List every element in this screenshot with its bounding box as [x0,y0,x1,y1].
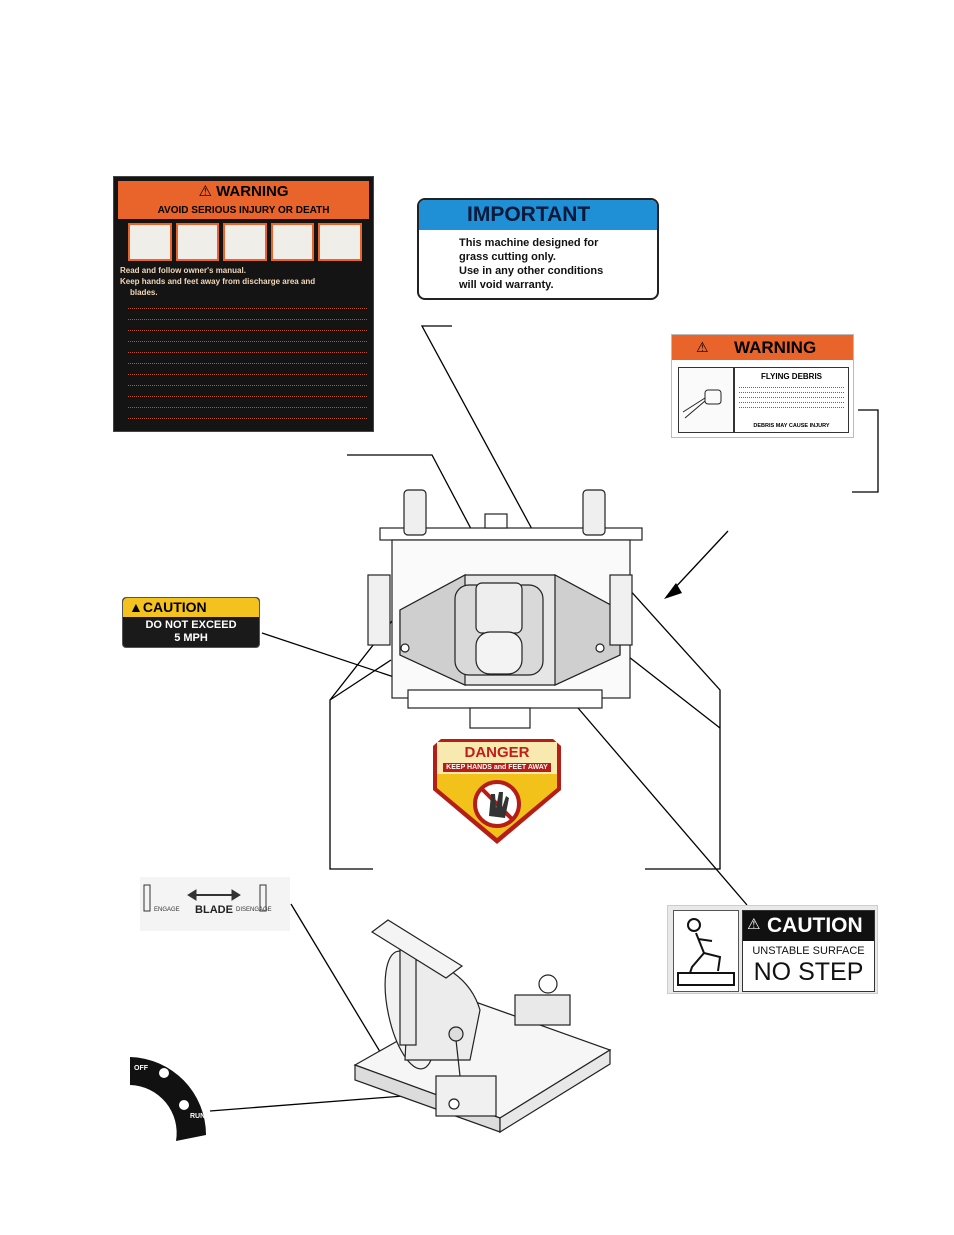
important-line: will void warranty. [459,279,554,291]
warning-bullet-2: Keep hands and feet away from discharge … [120,277,316,286]
caution-line-2: 5 MPH [174,632,208,644]
no-step-header: CAUTION [743,911,874,941]
important-header: IMPORTANT [419,200,657,230]
warning-triangle-icon: ⚠ [747,916,761,933]
debris-header-text: WARNING [734,338,817,357]
important-line: This machine designed for [459,237,599,249]
mower-deck-drawing [367,489,643,729]
debris-text-box: FLYING DEBRIS DEBRIS MAY CAUSE INJURY [734,367,849,433]
speed-caution-decal: ▲CAUTION DO NOT EXCEED 5 MPH [122,597,260,648]
important-text: This machine designed for grass cutting … [459,236,603,292]
blade-word: BLADE [195,904,233,916]
dial-run-label: RUN [190,1113,206,1120]
warning-subheader: AVOID SERIOUS INJURY OR DEATH [118,203,369,219]
thrown-object-icon [270,223,315,261]
warning-pictograms [128,223,362,261]
warning-header: ⚠ WARNING [118,181,369,203]
warning-bullet-1: Read and follow owner's manual. [120,266,246,275]
manual-icon [128,223,172,261]
no-step-panel: CAUTION ⚠ UNSTABLE SURFACE NO STEP [742,910,875,992]
step-person-icon [673,910,739,992]
debris-header: WARNING [672,335,853,360]
double-arrow-icon [143,884,267,912]
blade-engage-decal: ENGAGE BLADE DISENGAGE [140,877,290,931]
debris-footer: DEBRIS MAY CAUSE INJURY [753,423,830,429]
important-decal: IMPORTANT This machine designed for gras… [417,198,659,300]
blade-engage-label: ENGAGE [154,907,180,913]
caution-header: ▲CAUTION [123,598,259,617]
debris-title: FLYING DEBRIS [760,372,823,381]
throttle-dial-decal: OFF RUN [128,1055,208,1145]
warning-bullets: Read and follow owner's manual. Keep han… [120,265,367,422]
blade-disengage-label: DISENGAGE [236,907,272,913]
important-line: Use in any other conditions [459,265,604,277]
dial-off-label: OFF [134,1065,148,1072]
danger-title: DANGER [464,744,530,761]
warning-decal-serious-injury: ⚠ WARNING AVOID SERIOUS INJURY OR DEATH … [113,176,374,432]
warning-triangle-icon: ▲ [129,599,143,615]
bystander-icon [318,223,362,261]
no-step-line-2: NO STEP [753,958,864,986]
caution-header-text: CAUTION [142,599,207,615]
warning-triangle-icon: ⚠ [696,339,709,355]
debris-pictogram-icon [678,367,734,433]
no-step-caution-decal: CAUTION ⚠ UNSTABLE SURFACE NO STEP [667,905,878,994]
no-step-line-1: UNSTABLE SURFACE [752,945,865,957]
danger-decal: DANGER KEEP HANDS and FEET AWAY [431,738,563,846]
foot-cut-icon [223,223,267,261]
flying-debris-decal: WARNING ⚠ FLYING DEBRIS DEBRIS MAY CAUSE… [671,334,854,438]
danger-subtitle: KEEP HANDS and FEET AWAY [443,763,551,772]
blade-lever-drawing [353,919,612,1134]
dial-arc-shape [130,1057,206,1141]
warning-bullet-3: blades. [130,288,158,297]
hand-cut-icon [175,223,220,261]
important-line: grass cutting only. [459,251,556,263]
warning-triangle-icon: ⚠ [198,183,212,200]
caution-line-1: DO NOT EXCEED [145,619,237,631]
warning-header-text: WARNING [216,183,289,200]
